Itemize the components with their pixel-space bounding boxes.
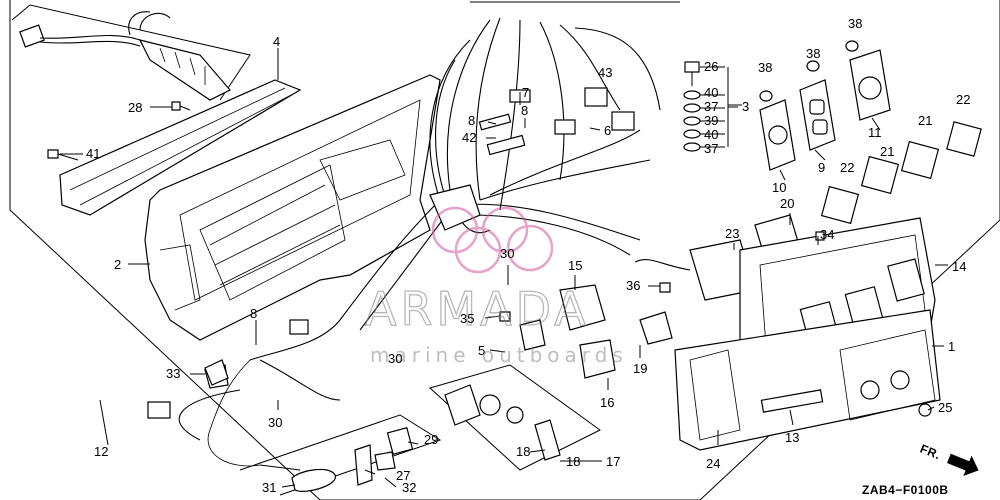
- callout-label: 22: [840, 160, 854, 175]
- callout-label: 21: [880, 144, 894, 159]
- callout-label: 24: [706, 456, 720, 471]
- callout-label: 21: [918, 113, 932, 128]
- leader-lines: [60, 48, 948, 488]
- diagram-frame: [9, 0, 1000, 500]
- callout-label: 25: [938, 400, 952, 415]
- screw-stack: [683, 61, 738, 152]
- diagram-code: ZAB4−F0100B: [862, 483, 949, 497]
- gasket-strip: [59, 79, 302, 216]
- callout-label: 32: [402, 480, 416, 495]
- callout-label: 36: [626, 278, 640, 293]
- callout-label: 18: [516, 444, 530, 459]
- callout-label: 29: [424, 432, 438, 447]
- ignition-switch: [444, 384, 561, 461]
- callout-label: 40: [704, 85, 718, 100]
- watermark-subtitle: marine outboards: [370, 343, 628, 367]
- clips: [291, 427, 414, 492]
- panel-housing: [144, 74, 441, 341]
- front-arrow-icon: [947, 453, 979, 477]
- callout-label: 31: [262, 480, 276, 495]
- callout-label: 37: [704, 99, 718, 114]
- callout-label: 8: [521, 103, 528, 118]
- callout-label: 30: [268, 415, 282, 430]
- callout-label: 22: [956, 92, 970, 107]
- callout-label: 11: [868, 125, 882, 140]
- misc-parts: [47, 101, 932, 417]
- callout-label: 18: [566, 454, 580, 469]
- callout-label: 20: [780, 196, 794, 211]
- callout-label: 1: [948, 339, 955, 354]
- callout-label: 33: [166, 366, 180, 381]
- callout-label: 13: [785, 430, 799, 445]
- callout-label: 9: [818, 160, 825, 175]
- callout-label: 30: [500, 246, 514, 261]
- callout-label: 3: [742, 99, 749, 114]
- callout-label: 19: [633, 361, 647, 376]
- callout-label: 15: [568, 258, 582, 273]
- callout-label: 16: [600, 395, 614, 410]
- callout-label: 8: [250, 306, 257, 321]
- switch-group-box: [429, 364, 601, 471]
- callout-label: 27: [396, 468, 410, 483]
- callout-label: 38: [848, 16, 862, 31]
- callout-label: 34: [820, 227, 834, 242]
- circuit-breakers: [820, 121, 982, 225]
- callout-label: 39: [704, 113, 718, 128]
- callout-label: 42: [462, 130, 476, 145]
- callout-label: 7: [522, 85, 529, 100]
- front-direction-marker: FR.: [918, 442, 979, 477]
- sub-harness: [19, 11, 231, 101]
- callout-label: 4: [273, 34, 280, 49]
- callout-label: 40: [704, 127, 718, 142]
- callout-label: 28: [128, 100, 142, 115]
- callout-label: 8: [468, 113, 475, 128]
- callout-label: 6: [604, 123, 611, 138]
- callout-label: 23: [725, 226, 739, 241]
- callout-label: 41: [86, 146, 100, 161]
- callout-label: 30: [388, 351, 402, 366]
- callout-label: 17: [606, 454, 620, 469]
- front-panel: [674, 217, 941, 451]
- callout-label: 12: [94, 444, 108, 459]
- receptacles: [759, 40, 891, 171]
- callout-label: 38: [806, 46, 820, 61]
- front-label: FR.: [918, 442, 943, 463]
- callout-label: 37: [704, 141, 718, 156]
- callout-label: 10: [772, 180, 786, 195]
- callout-label: 38: [758, 60, 772, 75]
- callout-labels: 1 2 3 4 5 6 7 8 8 8 9 10 11 12 13 14 15 …: [86, 16, 970, 495]
- callout-label: 14: [952, 259, 966, 274]
- callout-label: 35: [460, 311, 474, 326]
- watermark-title: ARMADA: [365, 282, 590, 336]
- callout-label: 43: [598, 65, 612, 80]
- callout-label: 26: [704, 59, 718, 74]
- watermark: ARMADA marine outboards: [364, 206, 628, 367]
- callout-label: 2: [114, 257, 121, 272]
- callout-label: 5: [478, 343, 485, 358]
